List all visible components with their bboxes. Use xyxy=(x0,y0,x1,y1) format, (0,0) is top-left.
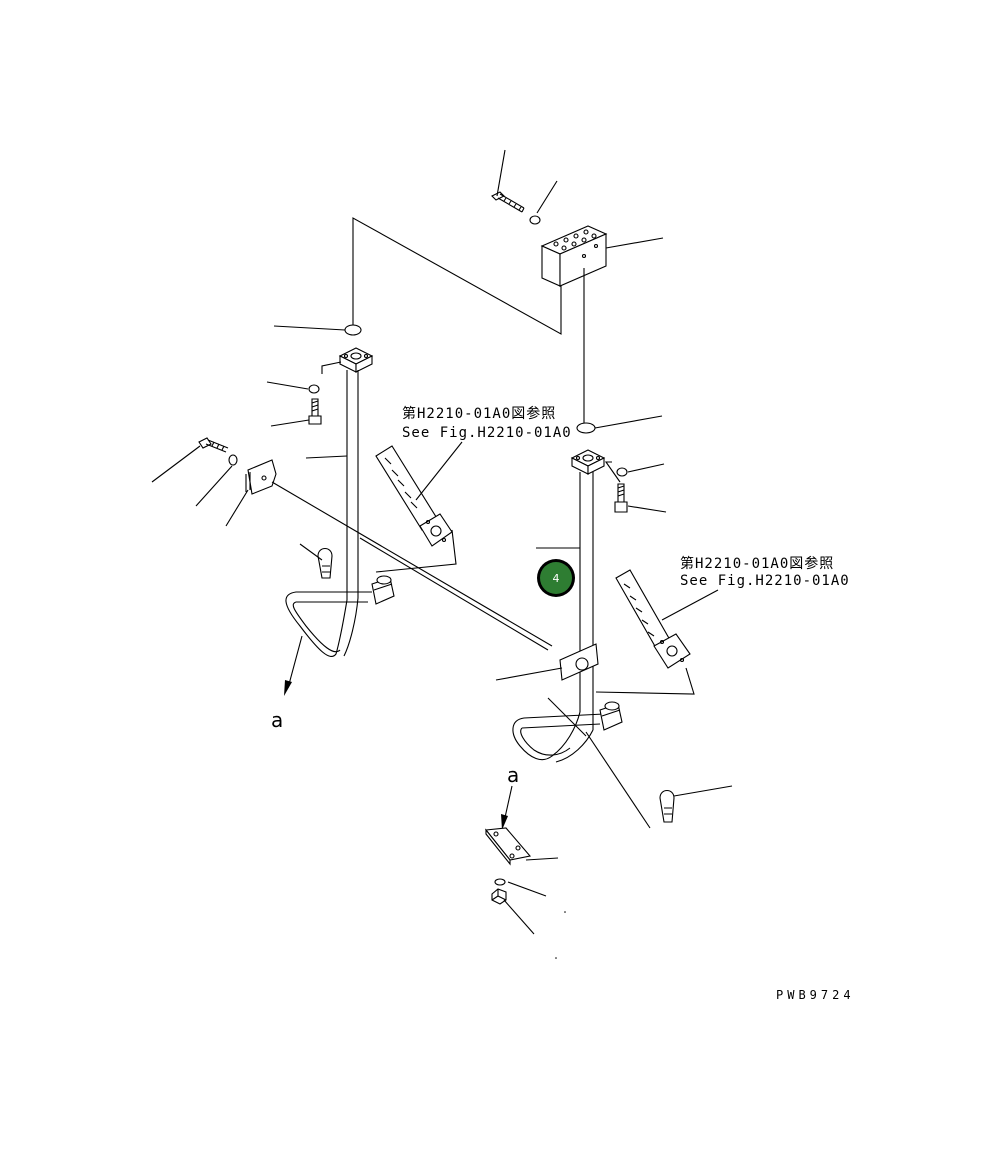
reference-right-jp: 第H2210-01A0図参照 xyxy=(680,555,834,572)
connection-line xyxy=(352,217,562,335)
badge-fill xyxy=(540,562,572,594)
o-ring xyxy=(576,422,596,434)
arrow-head xyxy=(284,680,292,696)
leader-line xyxy=(525,857,559,861)
arrow-line xyxy=(287,635,303,689)
leader-line xyxy=(270,419,310,427)
u-clamp-right xyxy=(659,789,675,823)
hose-right xyxy=(615,569,691,669)
flange-bolt-left xyxy=(308,398,322,425)
leader-line xyxy=(495,667,563,681)
dot-mark xyxy=(555,957,557,959)
manifold-block xyxy=(540,225,608,287)
connection-line xyxy=(271,481,553,647)
manifold-washer xyxy=(529,215,541,225)
leader-line xyxy=(661,589,719,621)
leader-line xyxy=(536,180,558,214)
leader-line xyxy=(503,899,535,935)
leader-line xyxy=(415,441,463,501)
leader-line xyxy=(195,465,233,507)
connection-line xyxy=(595,667,695,695)
leader-line xyxy=(507,881,547,897)
connection-line xyxy=(547,697,587,737)
leader-line xyxy=(604,461,621,483)
reference-left-jp: 第H2210-01A0図参照 xyxy=(402,405,556,422)
washer xyxy=(308,384,320,394)
mounting-plate xyxy=(484,827,532,866)
u-clamp-left xyxy=(317,547,333,579)
connection-line xyxy=(375,529,457,573)
arrow-head xyxy=(501,814,508,830)
hose-left xyxy=(375,445,453,547)
connection-line xyxy=(359,537,549,651)
leader-line xyxy=(266,381,309,390)
hex-nut xyxy=(491,888,507,905)
leader-line xyxy=(321,361,342,374)
leader-line xyxy=(496,149,506,197)
o-ring xyxy=(344,324,362,336)
label-a-right: a xyxy=(507,763,519,787)
flange-bolt-right xyxy=(614,483,628,513)
washer xyxy=(228,454,238,466)
leader-line xyxy=(594,415,663,429)
manifold-bolt xyxy=(491,191,525,213)
clamp-right xyxy=(559,643,599,681)
washer xyxy=(616,467,628,477)
leader-line xyxy=(627,463,665,473)
leader-line xyxy=(305,455,348,459)
leader-line xyxy=(151,445,201,483)
leader-line xyxy=(225,489,249,527)
leader-line xyxy=(627,505,667,513)
item-badge[interactable]: 4 xyxy=(537,559,575,597)
connection-line xyxy=(585,731,651,829)
lock-washer xyxy=(494,878,506,886)
drawing-code: PWB9724 xyxy=(776,988,855,1002)
clamp-bolt-left xyxy=(198,437,229,453)
leader-line xyxy=(273,325,346,331)
left-pipe-assembly xyxy=(285,347,395,657)
leader-line xyxy=(299,543,323,561)
reference-right-en: See Fig.H2210-01A0 xyxy=(680,573,850,589)
leader-line xyxy=(673,785,733,797)
label-a-left: a xyxy=(271,708,283,732)
badge-number: 4 xyxy=(553,572,560,585)
reference-left-en: See Fig.H2210-01A0 xyxy=(402,425,572,441)
dot-mark xyxy=(564,911,566,913)
right-pipe-assembly xyxy=(512,449,623,763)
bracket-plate-left xyxy=(245,459,277,495)
leader-line xyxy=(605,237,664,249)
